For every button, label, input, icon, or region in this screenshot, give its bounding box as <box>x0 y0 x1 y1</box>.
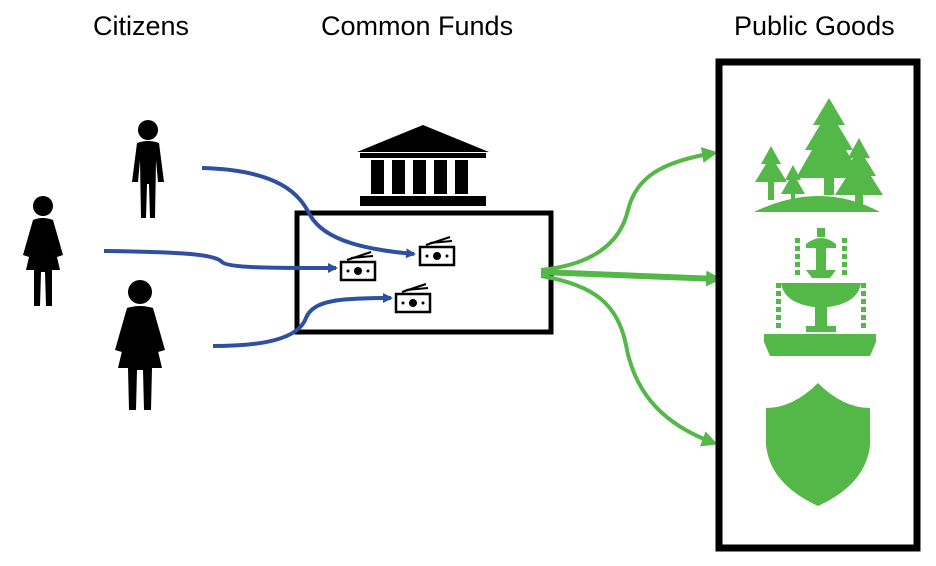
citizen-flow-arrow <box>212 293 393 348</box>
public-goods-heading: Public Goods <box>734 11 895 41</box>
public-goods-flow-arrow <box>540 269 722 287</box>
woman-icon <box>23 196 63 306</box>
money-bill-icon <box>418 236 456 267</box>
money-bill-icon <box>339 251 377 282</box>
park-trees-icon <box>754 98 883 212</box>
money-bill-icon <box>394 283 432 314</box>
shield-icon <box>766 383 870 506</box>
woman-icon <box>115 280 165 410</box>
bank-building-icon <box>357 125 489 206</box>
citizen-flow-arrow <box>103 249 338 273</box>
public-goods-flow-arrow <box>540 147 718 272</box>
citizen-flow-arrow <box>201 166 416 259</box>
citizens-heading: Citizens <box>93 11 190 41</box>
public-goods-flow-arrow <box>540 274 718 447</box>
common-funds-box <box>294 210 554 335</box>
public-goods-box <box>715 58 921 552</box>
man-icon <box>132 120 164 218</box>
fountain-icon <box>764 228 876 356</box>
common-funds-heading: Common Funds <box>321 11 514 41</box>
